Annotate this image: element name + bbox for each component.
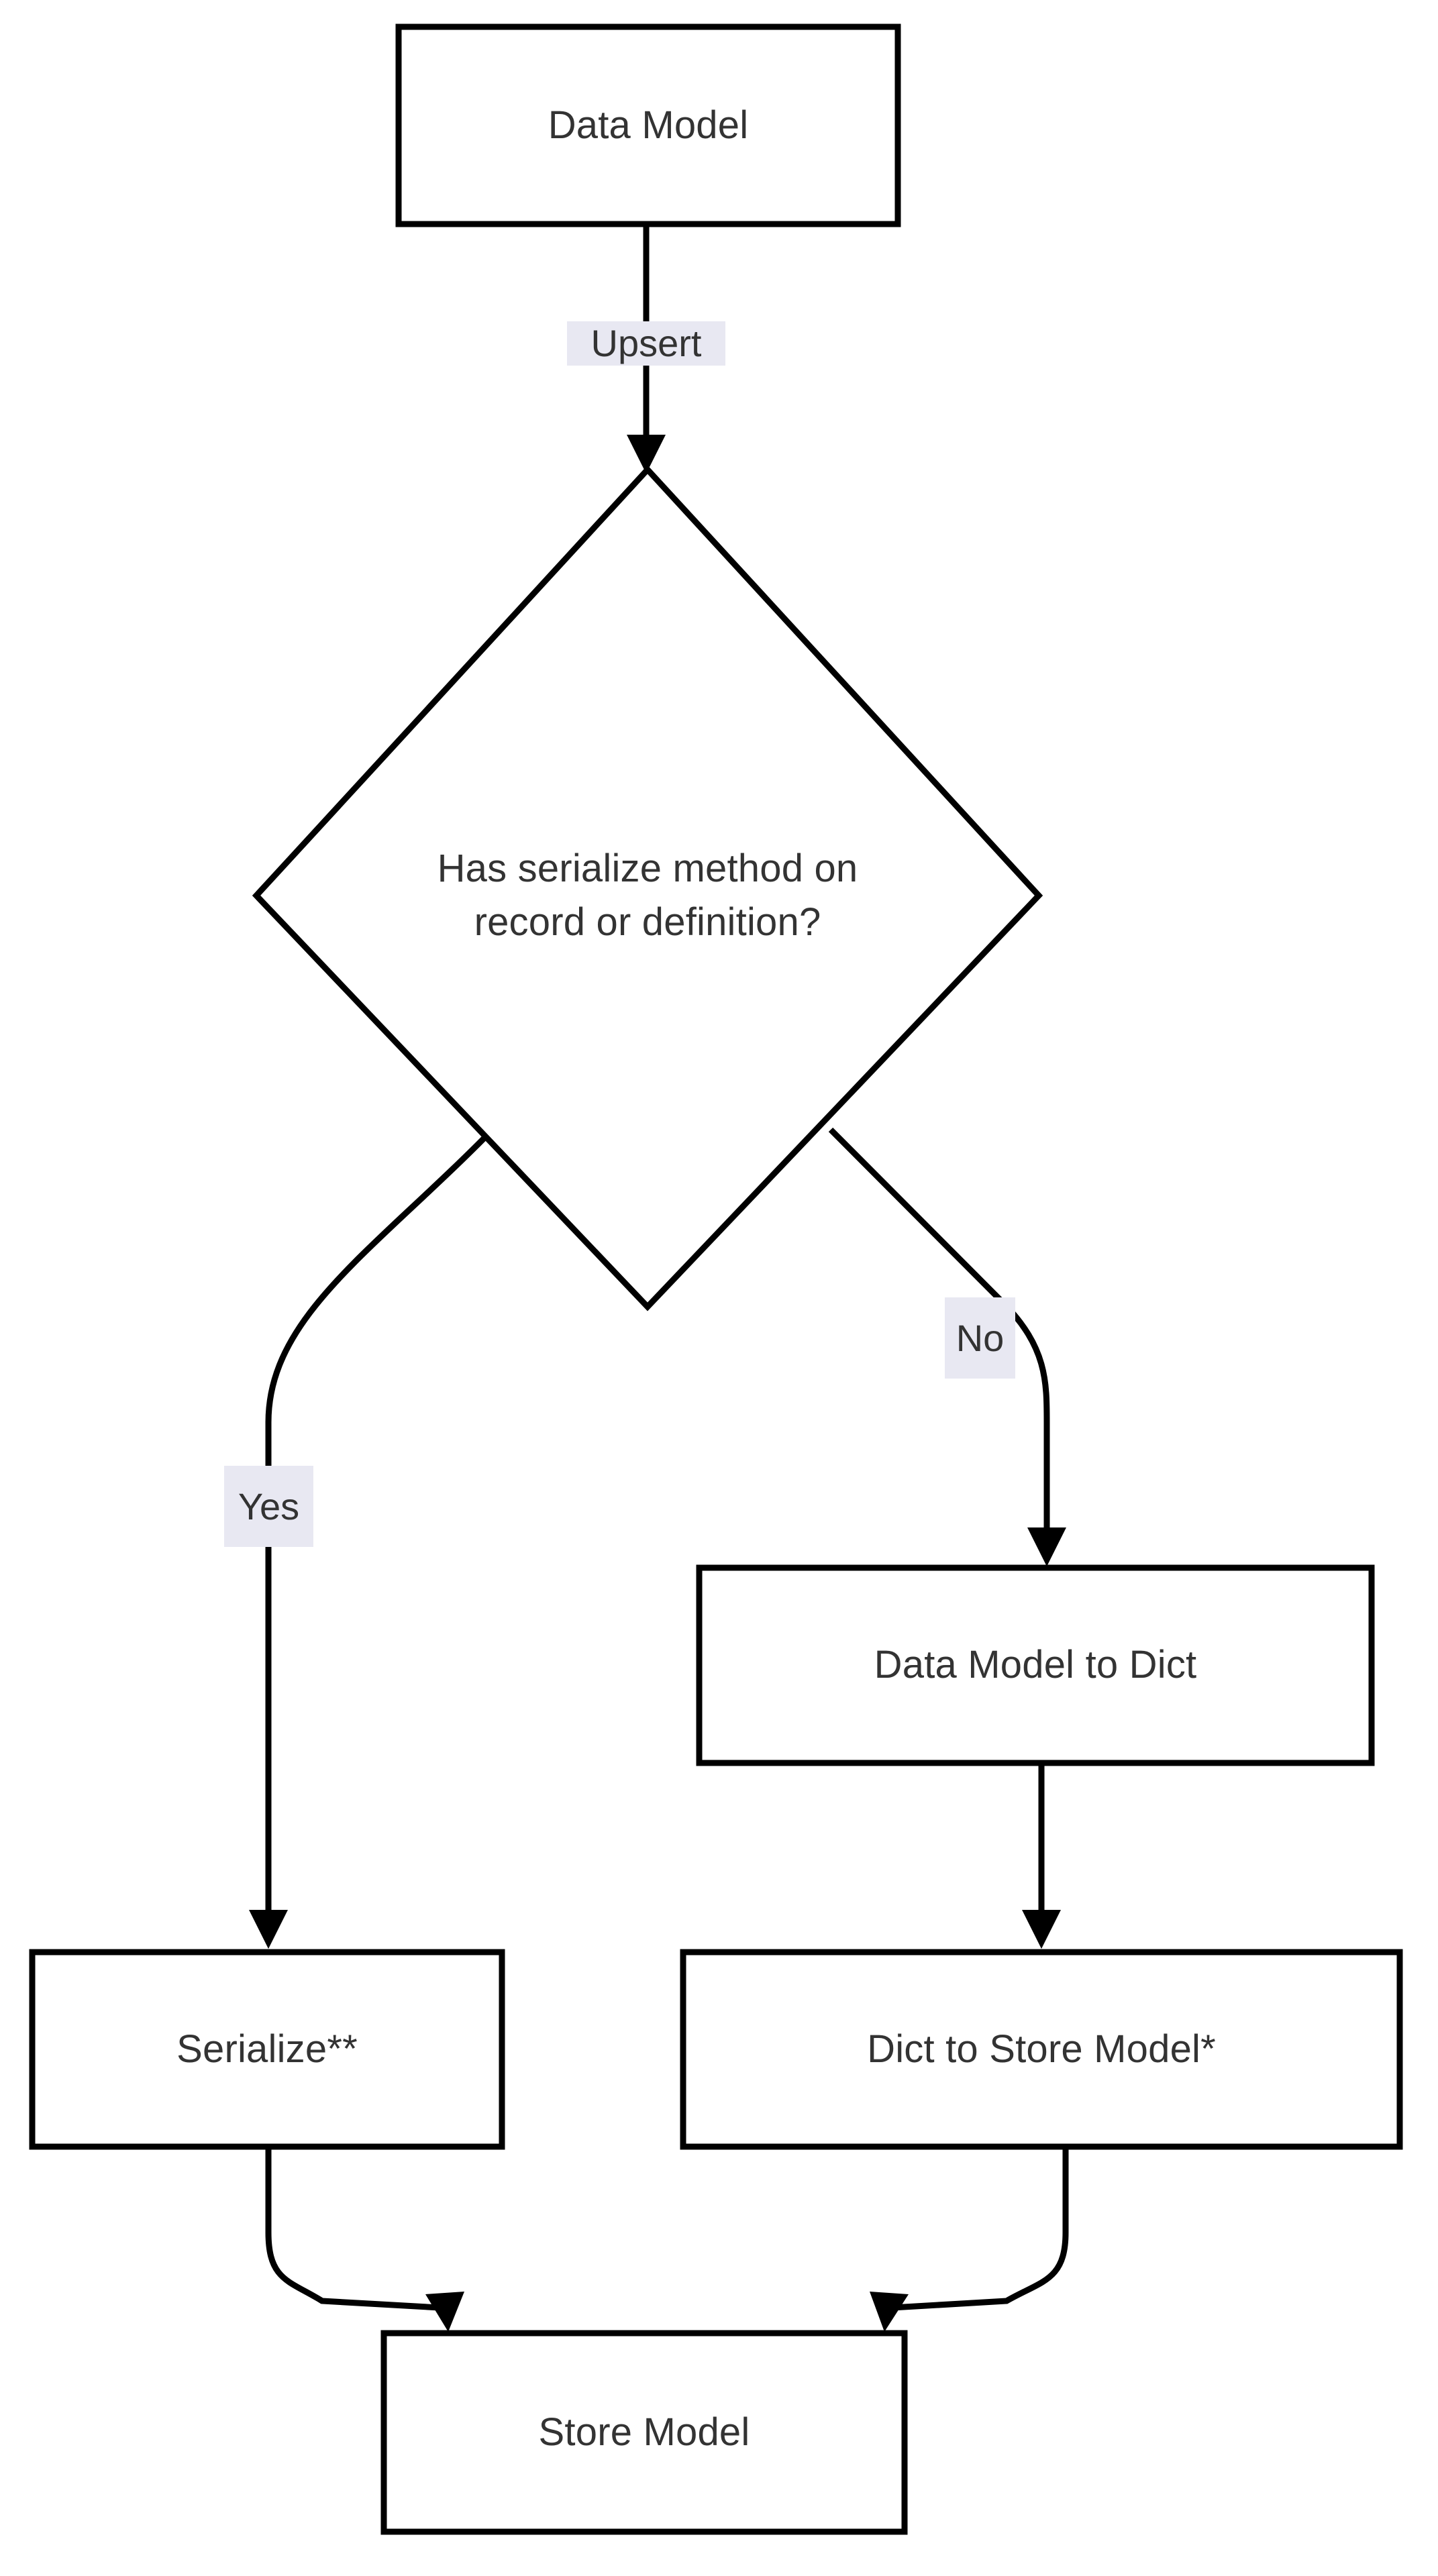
edge-yes-line <box>265 1127 495 1920</box>
edge-serialize-to-store-model <box>265 2147 464 2332</box>
node-shape-data-model-to-dict[interactable] <box>696 1564 1375 1766</box>
edge-no-arrowhead <box>1027 1527 1066 1566</box>
node-shape-serialize[interactable] <box>29 1949 505 2150</box>
node-shape-data-model[interactable] <box>395 23 901 227</box>
edge-label-yes: Yes <box>224 1466 313 1547</box>
edge-dict-store-to-store-model-line <box>892 2147 1069 2311</box>
edge-yes-arrowhead <box>249 1910 288 1949</box>
edge-dict-store-to-store-model <box>870 2147 1069 2332</box>
edge-serialize-to-store-model-line <box>265 2147 440 2311</box>
edge-label-no: No <box>945 1297 1015 1379</box>
node-shape-has-serialize-decision[interactable] <box>252 465 1043 1311</box>
edge-dict-to-store-arrowhead <box>1022 1910 1061 1949</box>
edge-serialize-to-store-model-arrowhead <box>425 2292 464 2332</box>
edge-dict-to-store <box>1022 1763 1061 1949</box>
edge-dict-store-to-store-model-arrowhead <box>870 2292 909 2332</box>
edge-yes <box>249 1127 495 1949</box>
node-shape-store-model[interactable] <box>380 2330 908 2535</box>
edge-label-upsert: Upsert <box>567 321 725 366</box>
edge-upsert-arrowhead <box>627 435 666 474</box>
node-shape-dict-to-store-model[interactable] <box>680 1949 1403 2150</box>
